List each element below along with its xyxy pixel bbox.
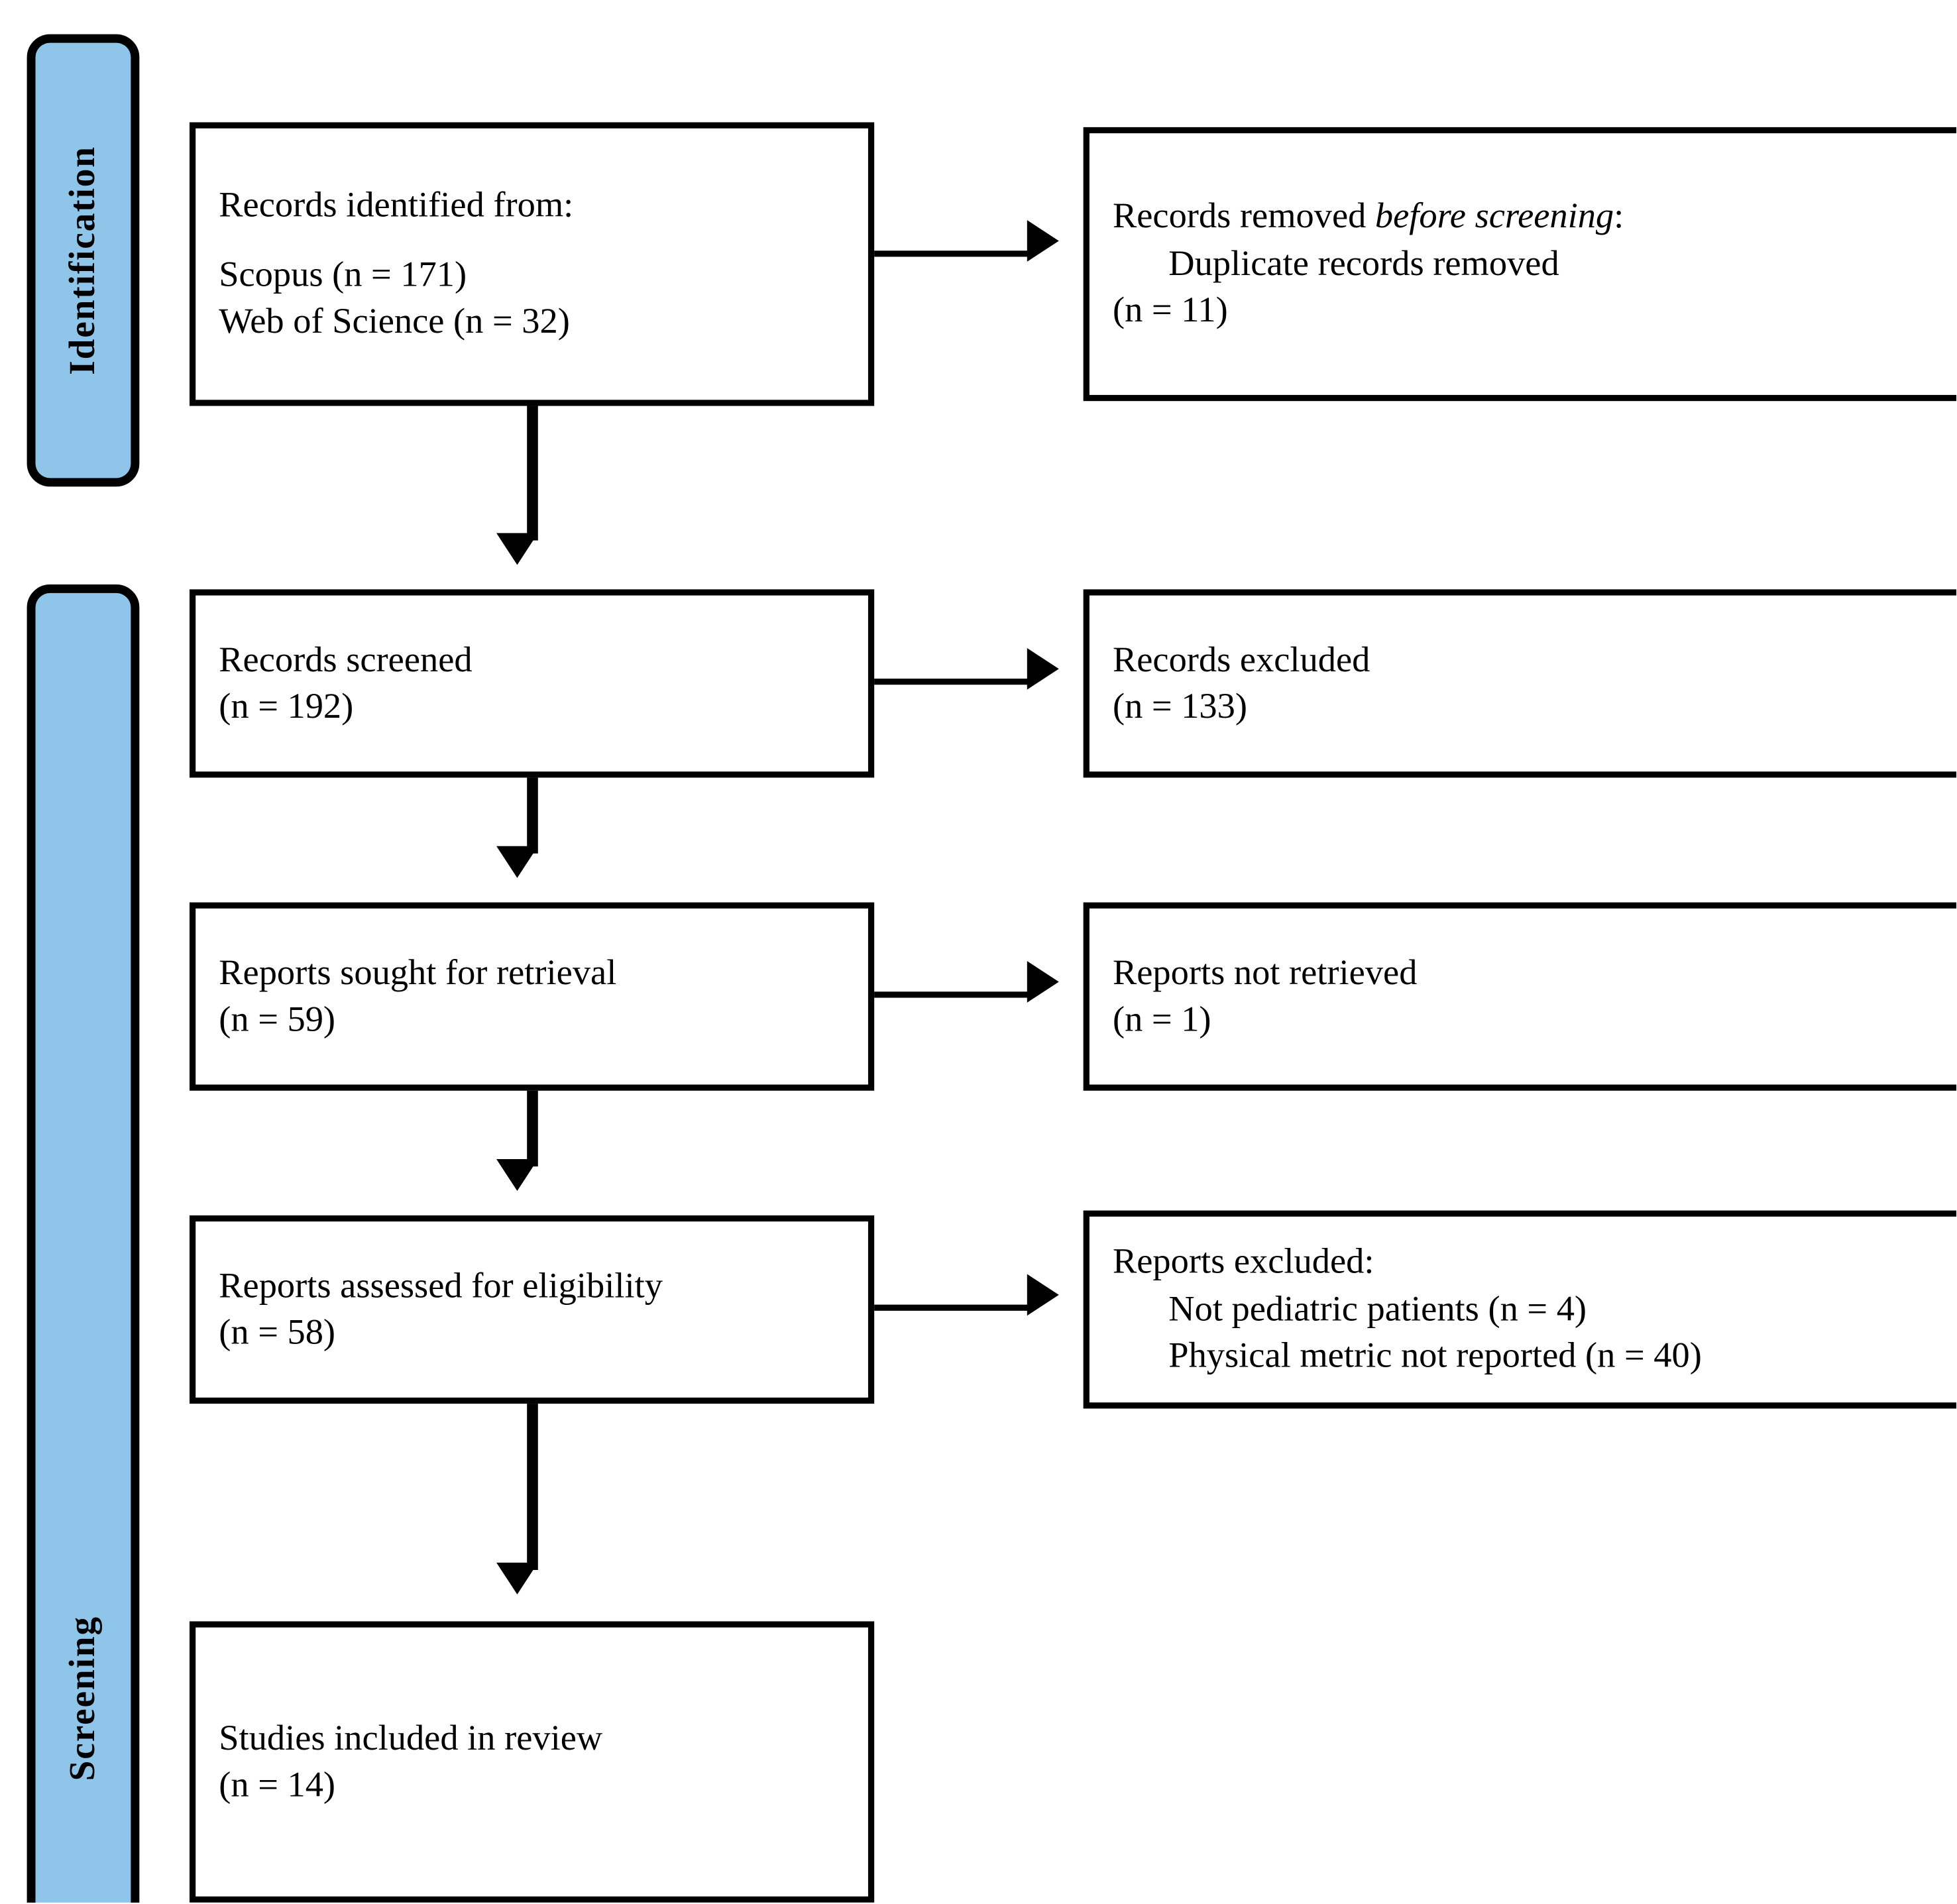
stage-band-identification: Identification <box>27 34 140 487</box>
records-identified-line-3: Web of Science (n = 32) <box>219 302 570 342</box>
box-records-screened-text: Records screened (n = 192) <box>196 637 868 730</box>
reports-excluded-line-3: Physical metric not reported (n = 40) <box>1168 1336 1702 1376</box>
box-records-removed: Records removed before screening: Duplic… <box>1083 127 1956 402</box>
reports-assessed-line-1: Reports assessed for eligibility <box>219 1266 663 1306</box>
records-removed-line-3: (n = 11) <box>1112 291 1228 331</box>
box-reports-excluded-text: Reports excluded: Not pediatric patients… <box>1090 1239 1956 1380</box>
connector-assessed-to-included-arrowhead <box>496 1562 538 1595</box>
connector-identified-to-screened-line <box>527 406 538 541</box>
stage-band-screening-label: Screening <box>62 1616 103 1781</box>
box-reports-assessed-text: Reports assessed for eligibility (n = 58… <box>196 1262 868 1356</box>
connector-screened-to-excluded-arrowhead <box>1027 647 1059 690</box>
box-reports-not-retrieved-text: Reports not retrieved (n = 1) <box>1090 950 1956 1043</box>
records-excluded-line-2: (n = 133) <box>1112 687 1247 726</box>
studies-included-line-1: Studies included in review <box>219 1718 603 1758</box>
connector-assessed-to-included-line <box>527 1404 538 1570</box>
stage-band-identification-label: Identification <box>62 146 103 375</box>
box-reports-assessed: Reports assessed for eligibility (n = 58… <box>189 1215 875 1404</box>
reports-sought-line-2: (n = 59) <box>219 1000 336 1040</box>
records-identified-line-1: Records identified from: <box>219 186 574 226</box>
reports-assessed-line-2: (n = 58) <box>219 1313 336 1353</box>
records-removed-line-1-suffix: : <box>1614 197 1624 237</box>
connector-screened-to-sought-line <box>527 777 538 854</box>
box-records-removed-text: Records removed before screening: Duplic… <box>1090 194 1956 334</box>
reports-not-retrieved-line-2: (n = 1) <box>1112 1000 1211 1040</box>
reports-excluded-line-2: Not pediatric patients (n = 4) <box>1168 1290 1587 1329</box>
box-reports-sought-text: Reports sought for retrieval (n = 59) <box>196 950 868 1043</box>
connector-assessed-to-excluded-arrowhead <box>1027 1274 1059 1316</box>
connector-identified-to-removed-line <box>874 251 1034 257</box>
box-reports-not-retrieved: Reports not retrieved (n = 1) <box>1083 902 1956 1091</box>
box-records-excluded: Records excluded (n = 133) <box>1083 589 1956 778</box>
records-excluded-line-1: Records excluded <box>1112 640 1370 680</box>
stage-band-screening: Screening <box>27 584 140 1903</box>
reports-excluded-line-1: Reports excluded: <box>1112 1243 1374 1282</box>
reports-not-retrieved-line-1: Reports not retrieved <box>1112 953 1418 993</box>
connector-assessed-to-excluded-line <box>874 1304 1034 1311</box>
box-studies-included-text: Studies included in review (n = 14) <box>196 1715 868 1809</box>
reports-sought-line-1: Reports sought for retrieval <box>219 953 617 993</box>
connector-sought-to-assessed-line <box>527 1090 538 1167</box>
records-removed-line-1-prefix: Records removed <box>1112 197 1375 237</box>
records-identified-line-2: Scopus (n = 171) <box>219 255 467 295</box>
studies-included-line-2: (n = 14) <box>219 1765 336 1805</box>
box-records-screened: Records screened (n = 192) <box>189 589 875 778</box>
connector-identified-to-screened-arrowhead <box>496 533 538 565</box>
box-reports-sought: Reports sought for retrieval (n = 59) <box>189 902 875 1091</box>
box-records-identified-text: Records identified from: Scopus (n = 171… <box>196 183 868 346</box>
connector-screened-to-sought-arrowhead <box>496 846 538 878</box>
box-records-identified: Records identified from: Scopus (n = 171… <box>189 122 875 406</box>
records-removed-line-1-italic: before screening <box>1374 197 1614 237</box>
records-removed-line-1: Records removed before screening: <box>1113 194 1956 241</box>
box-studies-included: Studies included in review (n = 14) <box>189 1621 875 1903</box>
box-records-excluded-text: Records excluded (n = 133) <box>1090 637 1956 730</box>
box-reports-excluded: Reports excluded: Not pediatric patients… <box>1083 1210 1956 1409</box>
records-identified-spacer <box>219 229 845 252</box>
connector-identified-to-removed-arrowhead <box>1027 220 1059 262</box>
records-removed-line-2: Duplicate records removed <box>1168 244 1559 284</box>
connector-sought-to-not-retrieved-line <box>874 991 1034 998</box>
connector-sought-to-assessed-arrowhead <box>496 1159 538 1192</box>
connector-screened-to-excluded-line <box>874 678 1034 685</box>
records-screened-line-1: Records screened <box>219 640 473 680</box>
connector-sought-to-not-retrieved-arrowhead <box>1027 961 1059 1003</box>
records-screened-line-2: (n = 192) <box>219 687 354 726</box>
